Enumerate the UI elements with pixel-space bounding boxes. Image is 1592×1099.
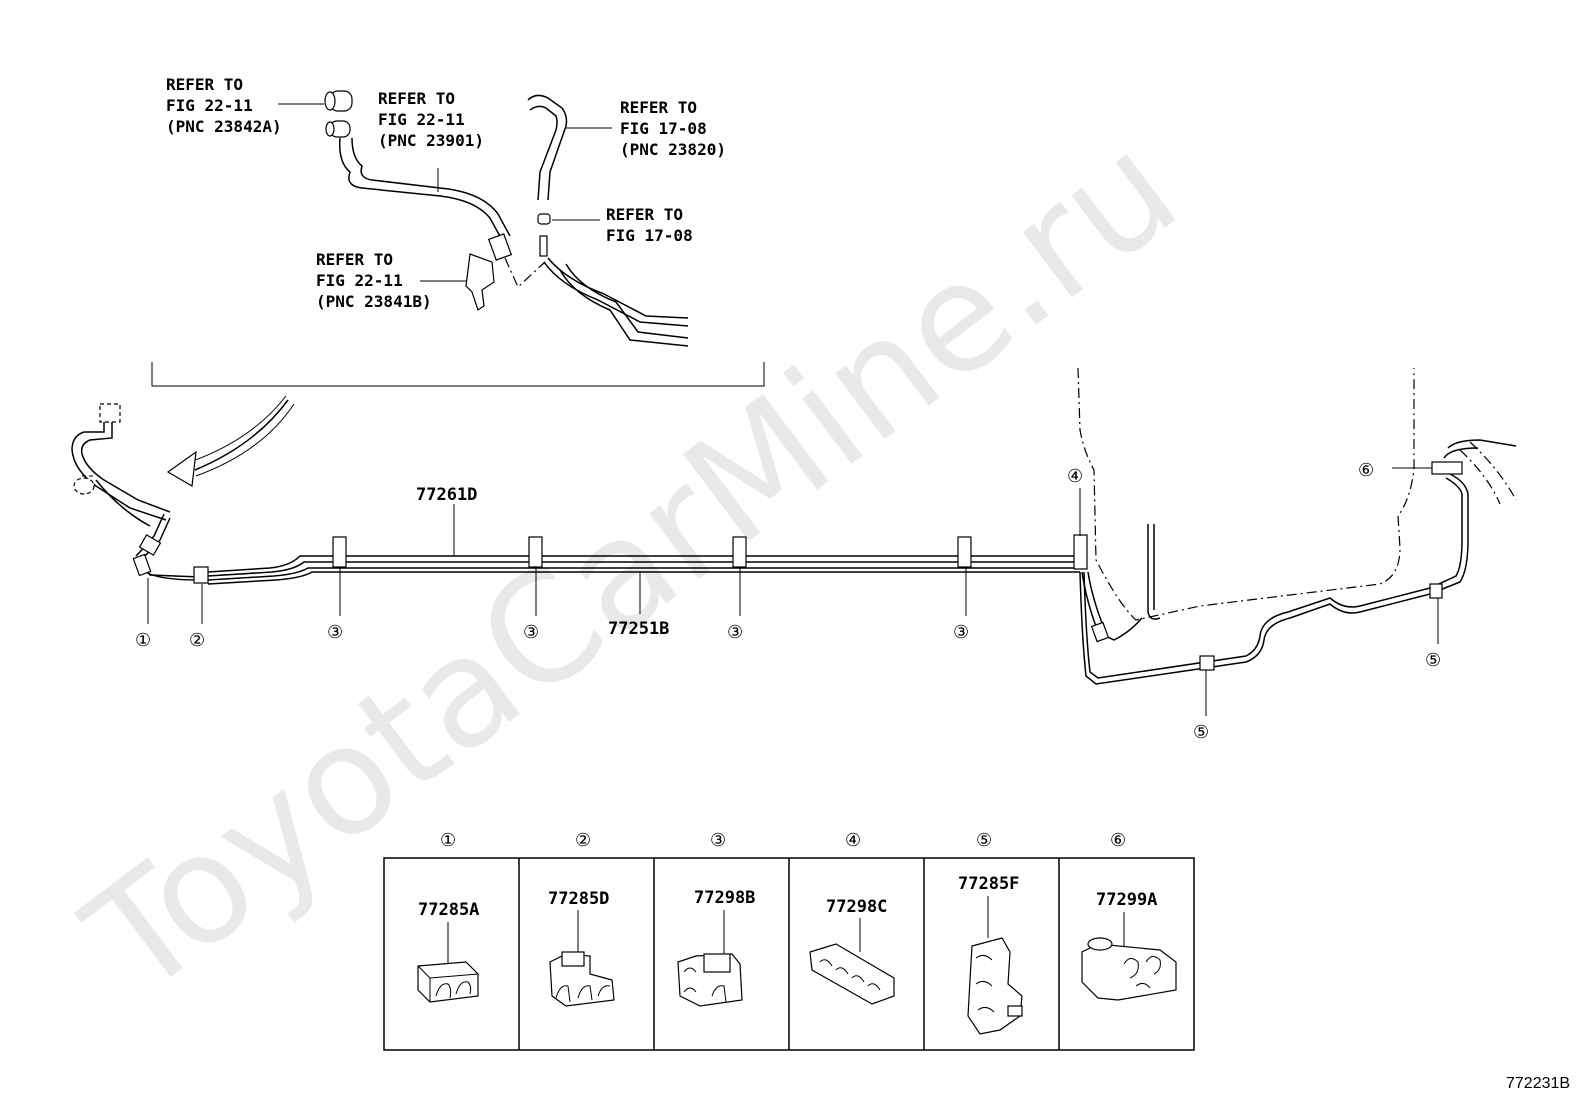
ref-label-line1: REFER TO <box>606 205 683 224</box>
ref-label-line3: (PNC 23820) <box>620 140 726 159</box>
legend-callout: ① <box>440 830 456 851</box>
parts-legend: ① ② ③ ④ ⑤ ⑥ 77285A 77285D 77298B 77298C … <box>383 830 1195 1051</box>
ref-label-line2: FIG 17-08 <box>620 119 707 138</box>
tube-part-label: 77261D <box>416 485 477 505</box>
legend-part-number: 77298B <box>694 888 755 908</box>
ref-label-line1: REFER TO <box>166 75 243 94</box>
tube-clamp <box>732 536 747 568</box>
legend-part-number: 77285A <box>418 900 479 920</box>
callout-number: ③ <box>327 622 343 643</box>
ref-label-line2: FIG 22-11 <box>378 110 465 129</box>
ref-label-line1: REFER TO <box>378 89 455 108</box>
clip-77299A-icon <box>1081 937 1177 1001</box>
clip-77298B-icon <box>677 953 743 1007</box>
tube-clamp <box>957 536 972 568</box>
clip-77285D-icon <box>549 951 615 1007</box>
figure-code: 772231B <box>1506 1075 1570 1092</box>
ref-label-line3: (PNC 23901) <box>378 131 484 150</box>
legend-callout: ⑥ <box>1110 830 1126 851</box>
clip-77285A-icon <box>417 961 479 1003</box>
callout-number: ① <box>135 630 151 651</box>
ref-label-line2: FIG 22-11 <box>316 271 403 290</box>
callout-number: ⑤ <box>1425 650 1441 671</box>
callout-number: ⑥ <box>1358 460 1374 481</box>
tube-clamp <box>1073 534 1088 570</box>
ref-label-line1: REFER TO <box>620 98 697 117</box>
ref-label-line1: REFER TO <box>316 250 393 269</box>
connector-clip-icon <box>465 253 495 311</box>
ref-label-line2: FIG 17-08 <box>606 226 693 245</box>
main-tube-assembly: 77261D 77251B ① ② ③ ③ ③ ③ ④ ⑤ ⑤ ⑥ <box>71 367 1517 743</box>
clip-77298C-icon <box>809 943 895 1005</box>
legend-callout: ② <box>575 830 591 851</box>
callout-number: ② <box>189 630 205 651</box>
legend-part-number: 77285D <box>548 889 609 909</box>
callout-number: ③ <box>727 622 743 643</box>
legend-part-number: 77299A <box>1096 890 1157 910</box>
hose-clamp-icon <box>537 213 551 225</box>
legend-part-number: 77298C <box>826 897 887 917</box>
inset-detail: REFER TO FIG 22-11 (PNC 23842A) REFER TO… <box>151 75 765 487</box>
clip-77285F-icon <box>967 937 1023 1035</box>
tube-clamp <box>528 536 543 568</box>
callout-number: ③ <box>523 622 539 643</box>
callout-number: ④ <box>1067 466 1083 487</box>
ref-label-line3: (PNC 23841B) <box>316 292 432 311</box>
ref-label-line2: FIG 22-11 <box>166 96 253 115</box>
tube-clamp <box>332 536 347 568</box>
callout-number: ⑤ <box>1193 722 1209 743</box>
legend-callout: ③ <box>710 830 726 851</box>
legend-part-number: 77285F <box>958 874 1019 894</box>
tube-part-label: 77251B <box>608 619 669 639</box>
callout-number: ③ <box>953 622 969 643</box>
legend-callout: ⑤ <box>976 830 992 851</box>
ref-label-line3: (PNC 23842A) <box>166 117 282 136</box>
legend-callout: ④ <box>845 830 861 851</box>
